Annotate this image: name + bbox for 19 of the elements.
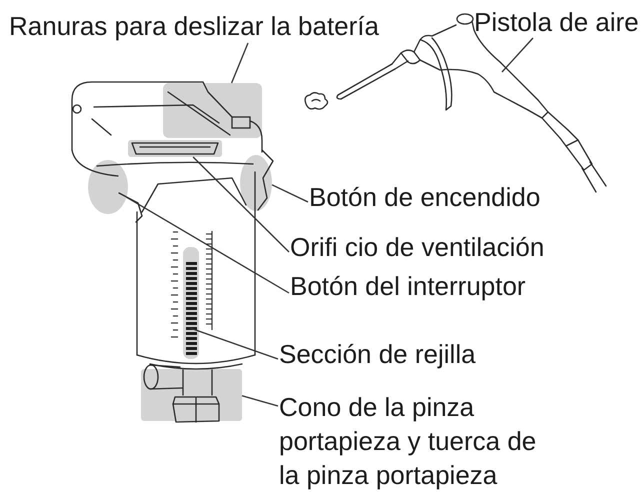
vent-slot [128,140,222,157]
callout-label: Orifi cio de ventilación [290,232,544,262]
leader-line [272,184,308,203]
leader-line [231,42,249,84]
leader-line [502,38,534,72]
leader-line [190,327,278,360]
callout-label: Cono de la pinza portapieza y tuerca de la pinza portapieza [279,390,544,492]
collet-highlight [141,369,242,421]
battery-slot-highlight [163,83,262,138]
callout-label: Botón de encendido [309,182,540,212]
leader-line [126,196,290,294]
callout-label: Botón del interruptor [290,271,526,301]
callout-label: Sección de rejilla [279,339,476,369]
callout-label: Pistola de aire [474,7,639,37]
callout-label: Ranuras para deslizar la batería [9,11,379,41]
switch-button-highlight [88,160,128,214]
leader-line [192,156,290,252]
leader-line [242,395,278,407]
power-button-highlight [240,155,272,211]
